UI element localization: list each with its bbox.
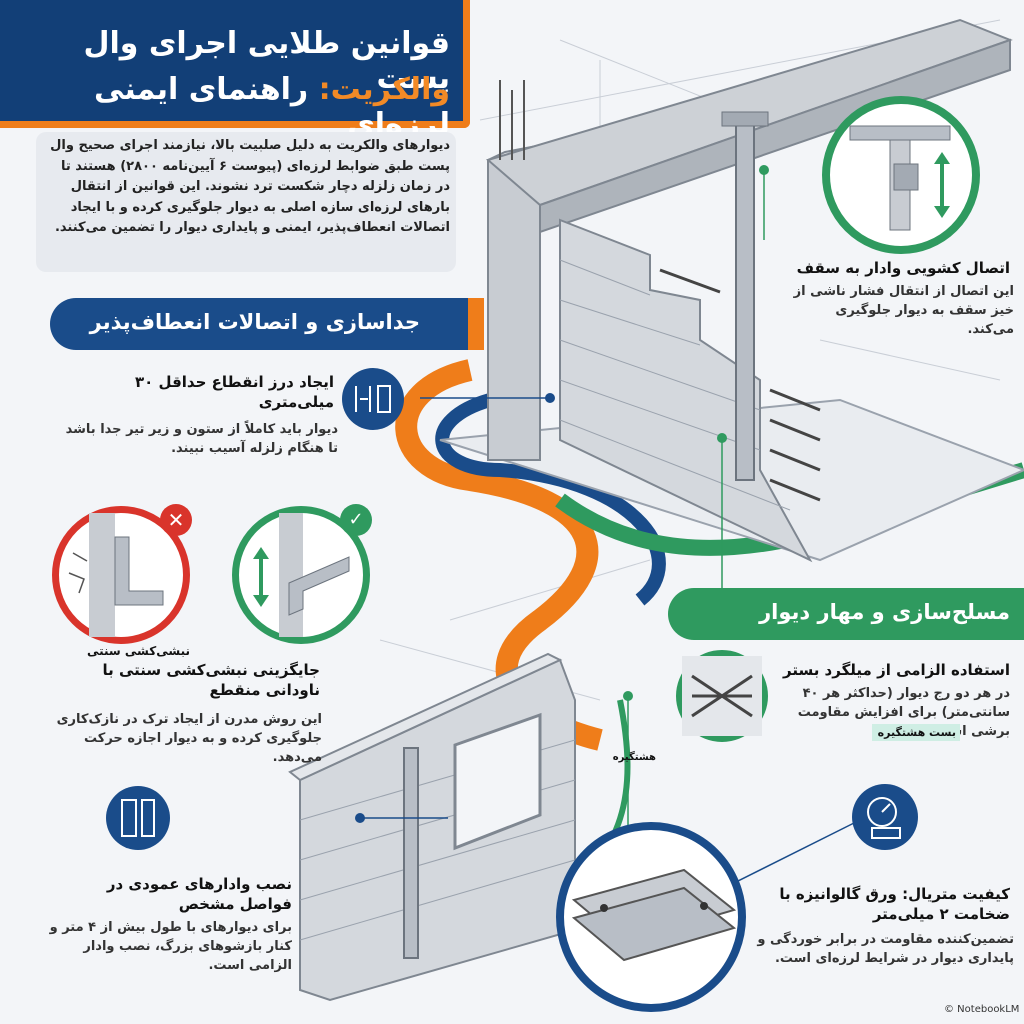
- sliding-desc: این اتصال از انتقال فشار ناشی از خیز سقف…: [793, 284, 1014, 337]
- intro-text: دیوارهای والکریت به دلیل صلبیت بالا، نیا…: [50, 138, 450, 235]
- gauge-icon: [867, 797, 901, 839]
- material-desc: تضمین‌کننده مقاومت در برابر خوردگی و پای…: [757, 932, 1014, 966]
- vertical-posts-badge: [106, 786, 170, 850]
- steel-post: [735, 119, 755, 481]
- material-badge: [852, 784, 918, 850]
- watermark: © NotebookLM: [944, 1004, 1020, 1015]
- traditional-angle-caption: نبشی‌کشی سنتی: [86, 644, 190, 658]
- cross-icon: ✕: [160, 504, 192, 536]
- page-title-line1: قوانین طلایی اجرای وال پست: [83, 26, 450, 96]
- section-reinforcement-heading: مسلح‌سازی و مهار دیوار: [759, 600, 1010, 624]
- section-isolation-heading: جداسازی و اتصالات انعطاف‌پذیر: [89, 310, 420, 334]
- green-leader-lines: [627, 170, 765, 830]
- check-icon: ✓: [340, 504, 372, 536]
- traditional-angle-icon: [68, 513, 164, 637]
- column-rebars: [499, 80, 525, 160]
- blue-flow-curve: [435, 393, 666, 606]
- gap-title: ایجاد درز انقطاع حداقل ۳۰ میلی‌متری: [135, 373, 334, 411]
- intro-panel: [36, 132, 456, 272]
- sheet-ring: [556, 822, 746, 1012]
- vertical-posts-title: نصب وادارهای عمودی در فواصل مشخص: [106, 875, 292, 913]
- section-reinforcement-band: [668, 588, 1024, 640]
- angle-replace-title: جایگزینی نبشی‌کشی سنتی با ناودانی منقطع: [102, 661, 320, 699]
- hashtgire-label: هشتگیره: [612, 752, 656, 763]
- window-opening: [453, 712, 542, 851]
- section-isolation-band: [50, 298, 484, 350]
- sliding-title: اتصال کشویی وادار به سقف: [796, 259, 1010, 277]
- lower-steel-post: [403, 747, 419, 959]
- galvanized-sheet-icon: [571, 868, 737, 962]
- gap-badge: [342, 368, 404, 430]
- bed-mesh-title: استفاده الزامی از میلگرد بستر: [782, 661, 1010, 679]
- gap-desc: دیوار باید کاملاً از ستون و زیر تیر جدا …: [65, 422, 338, 456]
- vertical-posts-desc: برای دیوارهای با طول بیش از ۴ متر و کنار…: [49, 920, 292, 973]
- title-accent: والکریت:: [318, 72, 450, 107]
- bed-mesh-ring: [676, 650, 768, 742]
- gap-icon: [355, 385, 391, 413]
- angle-replace-desc: این روش مدرن از ایجاد ترک در نازک‌کاری ج…: [56, 712, 322, 765]
- bed-rebars: [659, 268, 821, 502]
- ruler-post-icon: [121, 799, 155, 837]
- title-panel: [0, 0, 470, 128]
- channel-icon: [253, 513, 350, 637]
- sliding-bracket-icon: [849, 125, 951, 231]
- leader-lines: [360, 397, 550, 819]
- material-title: کیفیت متریال: ورق گالوانیزه با ضخامت ۲ م…: [779, 885, 1010, 923]
- bed-mesh-icon: [682, 656, 762, 736]
- sliding-joint-ring: [822, 96, 980, 254]
- bed-mesh-tag: بست هشتگیره: [872, 724, 960, 741]
